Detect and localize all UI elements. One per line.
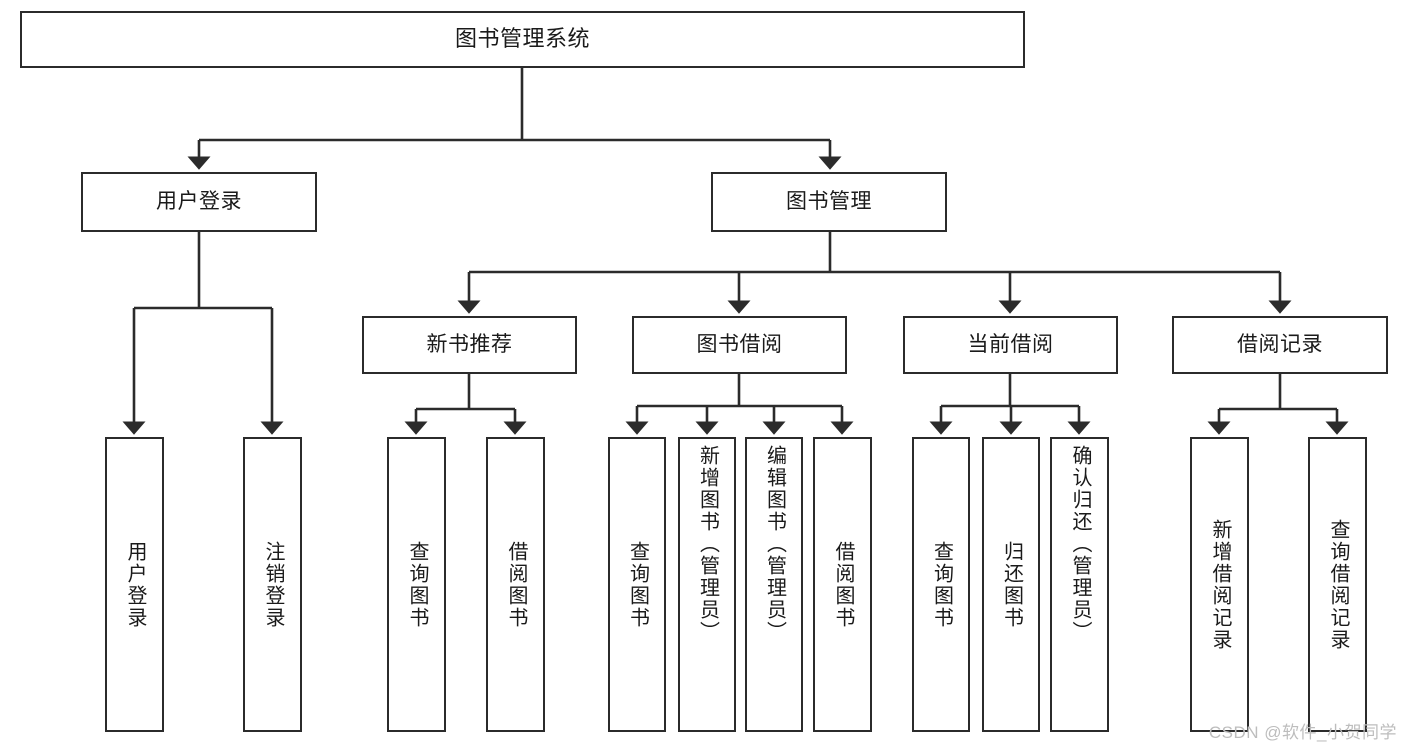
- node-user-login[interactable]: 用户登录: [81, 172, 317, 232]
- leaf-edit-book-label: 编辑图书（管理员）: [763, 445, 786, 643]
- leaf-user-login-label: 用户登录: [124, 540, 146, 629]
- leaf-return-book-label: 归还图书: [1000, 540, 1023, 629]
- leaf-query-book-2[interactable]: 查询图书: [608, 437, 666, 732]
- node-current-borrow-label: 当前借阅: [967, 333, 1054, 357]
- node-book-manage-label: 图书管理: [786, 190, 872, 214]
- node-borrow-record[interactable]: 借阅记录: [1172, 316, 1388, 374]
- leaf-borrow-book-1[interactable]: 借阅图书: [486, 437, 545, 732]
- leaf-query-book-1-label: 查询图书: [406, 540, 428, 629]
- leaf-confirm-return[interactable]: 确认归还（管理员）: [1050, 437, 1109, 732]
- leaf-query-record[interactable]: 查询借阅记录: [1308, 437, 1367, 732]
- node-root[interactable]: 图书管理系统: [20, 11, 1025, 68]
- leaf-query-book-1[interactable]: 查询图书: [387, 437, 446, 732]
- node-book-borrow[interactable]: 图书借阅: [632, 316, 847, 374]
- leaf-logout-label: 注销登录: [262, 540, 284, 629]
- csdn-watermark: CSDN @软件_小贺同学: [1208, 723, 1397, 742]
- leaf-query-book-3-label: 查询图书: [930, 540, 953, 629]
- leaf-confirm-return-label: 确认归还（管理员）: [1069, 445, 1091, 643]
- leaf-borrow-book-1-label: 借阅图书: [505, 540, 527, 629]
- leaf-logout[interactable]: 注销登录: [243, 437, 302, 732]
- node-user-login-label: 用户登录: [156, 190, 242, 214]
- leaf-borrow-book-2[interactable]: 借阅图书: [813, 437, 872, 732]
- leaf-add-record-label: 新增借阅记录: [1209, 518, 1231, 651]
- leaf-add-record[interactable]: 新增借阅记录: [1190, 437, 1249, 732]
- node-root-label: 图书管理系统: [454, 26, 590, 52]
- leaf-borrow-book-2-label: 借阅图书: [832, 540, 854, 629]
- node-new-book-rec-label: 新书推荐: [426, 333, 513, 357]
- leaf-query-book-2-label: 查询图书: [626, 540, 649, 629]
- leaf-return-book[interactable]: 归还图书: [982, 437, 1040, 732]
- node-new-book-rec[interactable]: 新书推荐: [362, 316, 577, 374]
- leaf-user-login[interactable]: 用户登录: [105, 437, 164, 732]
- leaf-add-book-label: 新增图书（管理员）: [696, 445, 719, 643]
- leaf-query-record-label: 查询借阅记录: [1327, 518, 1349, 651]
- leaf-add-book[interactable]: 新增图书（管理员）: [678, 437, 736, 732]
- leaf-query-book-3[interactable]: 查询图书: [912, 437, 970, 732]
- node-borrow-record-label: 借阅记录: [1237, 333, 1323, 357]
- node-current-borrow[interactable]: 当前借阅: [903, 316, 1118, 374]
- node-book-borrow-label: 图书借阅: [696, 333, 783, 357]
- node-book-manage[interactable]: 图书管理: [711, 172, 947, 232]
- leaf-edit-book[interactable]: 编辑图书（管理员）: [745, 437, 803, 732]
